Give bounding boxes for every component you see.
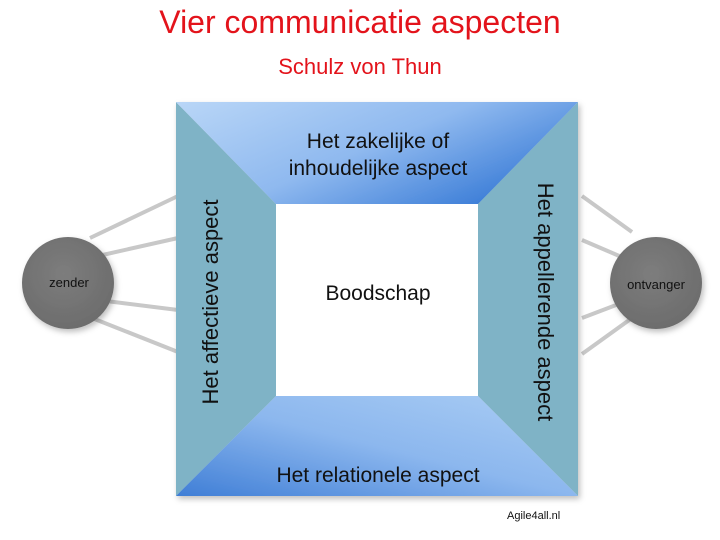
slide-subtitle: Schulz von Thun [278, 54, 442, 79]
sender-arrows [89, 194, 179, 354]
bottom-aspect-label: Het relationele aspect [276, 464, 479, 487]
footer-credit: Agile4all.nl [507, 510, 561, 522]
aspect-frame [176, 102, 578, 496]
top-aspect-panel [176, 102, 578, 204]
arrow [580, 194, 634, 234]
receiver-label: ontvanger [627, 277, 685, 292]
top-aspect-label-line1: Het zakelijke of [307, 130, 450, 153]
bottom-aspect-panel [176, 396, 578, 496]
receiver-node: ontvanger [610, 237, 702, 329]
arrow [97, 298, 179, 312]
arrow [581, 238, 625, 260]
arrow [91, 316, 179, 354]
slide-title: Vier communicatie aspecten [159, 4, 561, 40]
arrow [580, 316, 634, 356]
sender-label: zender [49, 275, 89, 290]
right-aspect-panel [478, 102, 578, 496]
left-aspect-panel [176, 102, 276, 496]
arrow [89, 194, 179, 240]
right-aspect-label: Het appellerende aspect [533, 183, 558, 422]
left-aspect-label: Het affectieve aspect [198, 199, 223, 404]
center-message-label: Boodschap [325, 282, 430, 305]
top-aspect-label-line2: inhoudelijke aspect [289, 157, 468, 180]
message-box [276, 204, 478, 396]
sender-node: zender [22, 237, 114, 329]
arrow [97, 236, 179, 258]
